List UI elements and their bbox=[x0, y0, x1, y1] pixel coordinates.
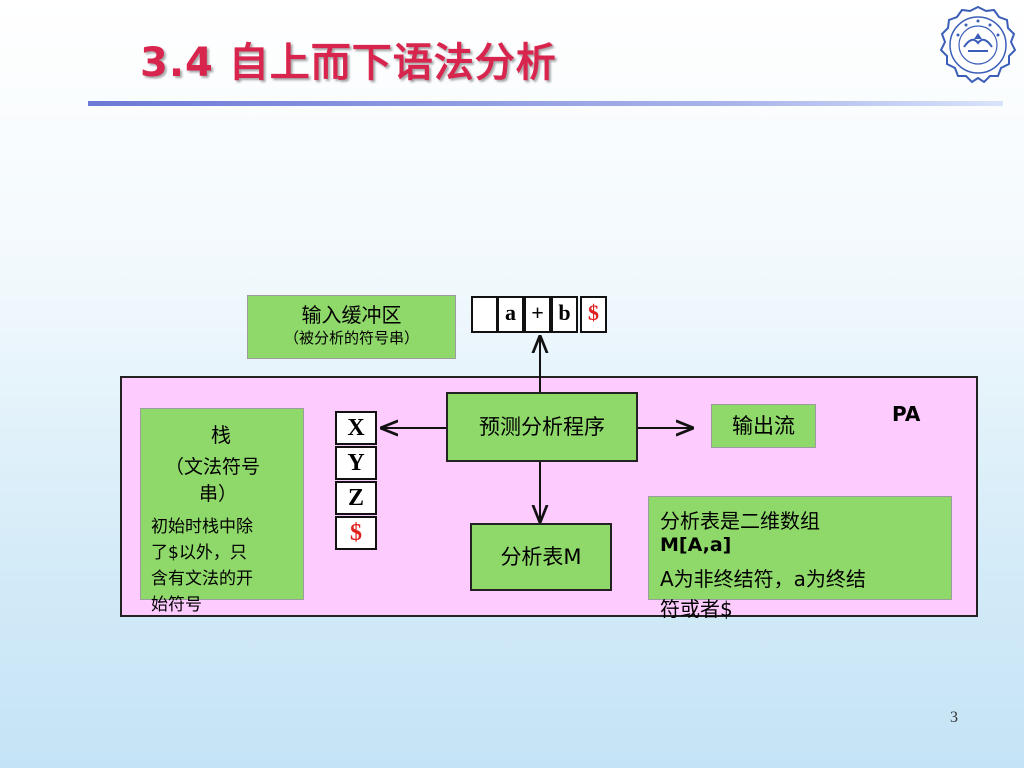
buffer-cell-plus: + bbox=[524, 296, 551, 333]
page-title: 3.4 自上而下语法分析 bbox=[140, 40, 557, 86]
note-line-2: M[A,a] bbox=[660, 534, 732, 556]
stack-title: 栈 bbox=[211, 423, 231, 447]
stack-subtitle-2: 串） bbox=[199, 483, 238, 505]
buffer-cell-a: a bbox=[497, 296, 524, 333]
input-buffer-subtitle: （被分析的符号串） bbox=[283, 329, 419, 347]
stack-desc-line-4: 始符号 bbox=[151, 595, 202, 615]
parse-table-box: 分析表M bbox=[470, 523, 612, 591]
stack-desc-line-3: 含有文法的开 bbox=[151, 569, 253, 589]
stack-cell-dollar: $ bbox=[335, 516, 377, 550]
stack-cell-z: Z bbox=[335, 481, 377, 515]
stack-desc-line-1: 初始时栈中除 bbox=[151, 517, 253, 537]
predictive-program-box: 预测分析程序 bbox=[446, 392, 638, 462]
output-stream-box: 输出流 bbox=[711, 404, 816, 448]
input-buffer-label: 输入缓冲区 （被分析的符号串） bbox=[247, 295, 456, 359]
pa-label: PA bbox=[892, 402, 921, 426]
note-line-1: 分析表是二维数组 bbox=[660, 509, 820, 533]
stack-cell-y: Y bbox=[335, 446, 377, 480]
university-logo-icon bbox=[939, 5, 1017, 84]
parse-table-note: 分析表是二维数组 M[A,a] A为非终结符，a为终结 符或者$ bbox=[648, 496, 952, 621]
input-buffer-title: 输入缓冲区 bbox=[301, 303, 402, 327]
buffer-cell-dollar: $ bbox=[580, 296, 607, 333]
buffer-cell-b: b bbox=[551, 296, 578, 333]
title-underline bbox=[88, 101, 1003, 106]
stack-subtitle-1: （文法符号 bbox=[165, 456, 261, 478]
page-number: 3 bbox=[950, 709, 958, 726]
note-line-3: A为非终结符，a为终结 bbox=[660, 567, 866, 591]
note-line-4: 符或者$ bbox=[660, 597, 733, 621]
stack-desc-line-2: 了$以外，只 bbox=[151, 543, 247, 563]
stack-cell-x: X bbox=[335, 411, 377, 445]
stack-description-box: 栈 （文法符号 串） 初始时栈中除 了$以外，只 含有文法的开 始符号 bbox=[140, 408, 304, 615]
